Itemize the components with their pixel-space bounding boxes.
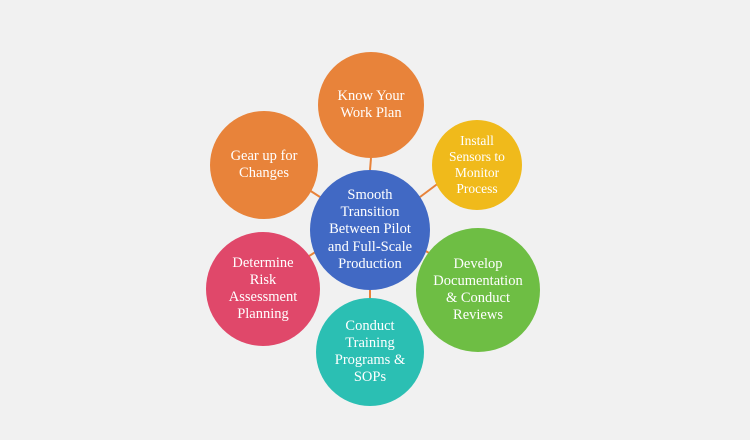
- node-center[interactable]: Smooth Transition Between Pilot and Full…: [310, 170, 430, 290]
- node-know-your-work-plan-label: Know Your Work Plan: [337, 87, 405, 121]
- node-gear-up-for-changes-label: Gear up for Changes: [230, 147, 298, 181]
- connector-center-to-top: [369, 157, 372, 171]
- node-develop-documentation-conduct-reviews[interactable]: Develop Documentation & Conduct Reviews: [416, 228, 540, 352]
- node-install-sensors-to-monitor-process[interactable]: Install Sensors to Monitor Process: [432, 120, 522, 210]
- node-determine-risk-assessment-planning[interactable]: Determine Risk Assessment Planning: [206, 232, 320, 346]
- node-know-your-work-plan[interactable]: Know Your Work Plan: [318, 52, 424, 158]
- node-install-sensors-to-monitor-process-label: Install Sensors to Monitor Process: [449, 133, 505, 196]
- node-determine-risk-assessment-planning-label: Determine Risk Assessment Planning: [228, 254, 298, 323]
- node-conduct-training-programs-sops-label: Conduct Training Programs & SOPs: [334, 317, 406, 386]
- node-gear-up-for-changes[interactable]: Gear up for Changes: [210, 111, 318, 219]
- node-center-label: Smooth Transition Between Pilot and Full…: [327, 187, 413, 272]
- node-conduct-training-programs-sops[interactable]: Conduct Training Programs & SOPs: [316, 298, 424, 406]
- node-develop-documentation-conduct-reviews-label: Develop Documentation & Conduct Reviews: [433, 255, 523, 324]
